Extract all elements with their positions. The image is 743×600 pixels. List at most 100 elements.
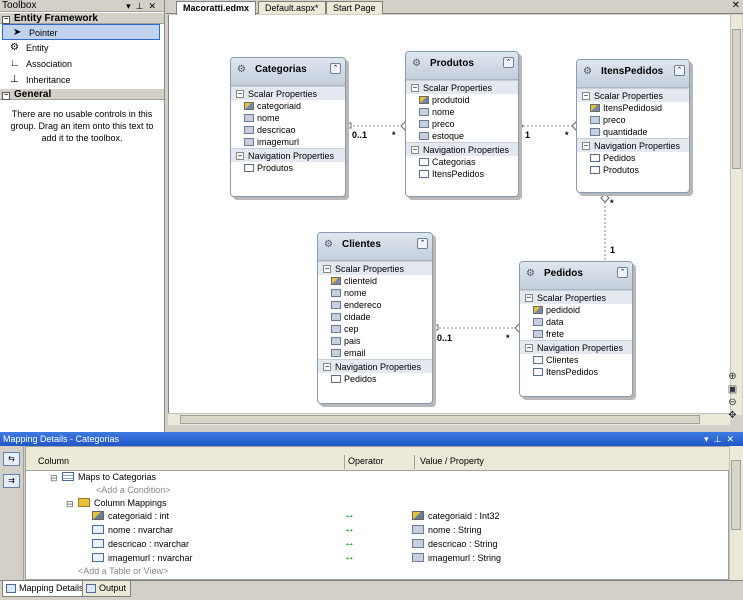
column-mapping-row[interactable]: nome : nvarchar xyxy=(92,524,173,537)
entity-pedidos[interactable]: ⚙Pedidos⌃ −Scalar Properties pedidoid da… xyxy=(519,261,633,397)
scalar-properties-section[interactable]: −Scalar Properties xyxy=(318,261,432,275)
mapping-details-grid[interactable]: Column Operator Value / Property ⊟ Maps … xyxy=(25,446,730,580)
tab-output[interactable]: Output xyxy=(82,581,132,597)
zoom-in-icon[interactable]: ⊕ xyxy=(728,371,737,382)
navigation-property-row[interactable]: Produtos xyxy=(577,164,689,176)
mapped-property-cell[interactable]: descricao : String xyxy=(412,538,498,551)
collapse-icon[interactable]: − xyxy=(2,92,10,100)
property-row[interactable]: nome xyxy=(406,106,518,118)
entity-header[interactable]: ⚙Categorias⌃ xyxy=(231,58,345,86)
toolbox-category-general[interactable]: −General xyxy=(0,88,164,100)
entity-header[interactable]: ⚙ItensPedidos⌃ xyxy=(577,60,689,88)
column-mapping-row[interactable]: imagemurl : nvarchar xyxy=(92,552,193,565)
navigation-property-row[interactable]: ItensPedidos xyxy=(520,366,632,378)
property-row[interactable]: nome xyxy=(318,287,432,299)
tree-expander-icon[interactable]: ⊟ xyxy=(50,473,58,483)
property-row[interactable]: pedidoid xyxy=(520,304,632,316)
mapping-vertical-scrollbar[interactable] xyxy=(729,446,743,580)
mapping-window-buttons[interactable]: ▾⊥✕ xyxy=(704,434,739,444)
property-row[interactable]: pais xyxy=(318,335,432,347)
canvas-horizontal-scrollbar[interactable] xyxy=(168,413,730,425)
navigation-properties-section[interactable]: −Navigation Properties xyxy=(577,138,689,152)
scalar-properties-section[interactable]: −Scalar Properties xyxy=(406,80,518,94)
navigation-property-row[interactable]: Produtos xyxy=(231,162,345,174)
scrollbar-thumb[interactable] xyxy=(732,29,741,169)
property-row[interactable]: endereco xyxy=(318,299,432,311)
column-header-column[interactable]: Column xyxy=(38,456,70,466)
add-condition-row[interactable]: <Add a Condition> xyxy=(96,485,171,495)
property-row[interactable]: preco xyxy=(577,114,689,126)
entity-produtos[interactable]: ⚙Produtos⌃ −Scalar Properties produtoid … xyxy=(405,51,519,197)
scrollbar-thumb[interactable] xyxy=(180,415,700,424)
collapse-entity-icon[interactable]: ⌃ xyxy=(503,57,514,68)
navigation-properties-section[interactable]: −Navigation Properties xyxy=(318,359,432,373)
property-row[interactable]: cep xyxy=(318,323,432,335)
toolbox-item-inheritance[interactable]: ⊥Inheritance xyxy=(0,72,164,88)
map-entity-to-tables-button[interactable]: ⇆ xyxy=(3,452,20,466)
property-row[interactable]: imagemurl xyxy=(231,136,345,148)
toolbox-item-pointer[interactable]: ➤Pointer xyxy=(2,24,160,40)
entity-clientes[interactable]: ⚙Clientes⌃ −Scalar Properties clienteid … xyxy=(317,232,433,404)
close-document-icon[interactable]: ✕ xyxy=(731,0,740,11)
scalar-properties-section[interactable]: −Scalar Properties xyxy=(231,86,345,100)
navigation-property-row[interactable]: Pedidos xyxy=(577,152,689,164)
navigation-property-row[interactable]: Clientes xyxy=(520,354,632,366)
property-row[interactable]: estoque xyxy=(406,130,518,142)
scrollbar-thumb[interactable] xyxy=(731,460,741,530)
collapse-entity-icon[interactable]: ⌃ xyxy=(617,267,628,278)
add-table-row[interactable]: <Add a Table or View> xyxy=(78,566,169,576)
tab-start-page[interactable]: Start Page xyxy=(326,1,383,14)
toolbox-item-association[interactable]: ∟Association xyxy=(0,56,164,72)
navigation-properties-section[interactable]: −Navigation Properties xyxy=(231,148,345,162)
canvas-vertical-scrollbar[interactable] xyxy=(730,15,742,415)
tab-macoratti-edmx[interactable]: Macoratti.edmx xyxy=(176,1,257,15)
column-header-operator[interactable]: Operator xyxy=(348,456,384,466)
entity-header[interactable]: ⚙Pedidos⌃ xyxy=(520,262,632,290)
navigation-properties-section[interactable]: −Navigation Properties xyxy=(520,340,632,354)
entity-header[interactable]: ⚙Clientes⌃ xyxy=(318,233,432,261)
property-row[interactable]: preco xyxy=(406,118,518,130)
collapse-entity-icon[interactable]: ⌃ xyxy=(330,63,341,74)
mapped-property-cell[interactable]: imagemurl : String xyxy=(412,552,501,565)
property-row[interactable]: clienteid xyxy=(318,275,432,287)
toolbox-category-entity-framework[interactable]: −Entity Framework xyxy=(0,12,164,24)
zoom-out-icon[interactable]: ⊖ xyxy=(728,397,737,408)
tab-default-aspx[interactable]: Default.aspx* xyxy=(258,1,326,14)
navigation-property-row[interactable]: ItensPedidos xyxy=(406,168,518,180)
property-row[interactable]: produtoid xyxy=(406,94,518,106)
collapse-entity-icon[interactable]: ⌃ xyxy=(674,65,685,76)
entity-categorias[interactable]: ⚙Categorias⌃ −Scalar Properties categori… xyxy=(230,57,346,197)
mapped-property-cell[interactable]: categoriaid : Int32 xyxy=(412,510,500,523)
column-header-value[interactable]: Value / Property xyxy=(420,456,484,466)
property-row[interactable]: email xyxy=(318,347,432,359)
edm-designer-canvas[interactable]: ⚙Categorias⌃ −Scalar Properties categori… xyxy=(168,15,742,415)
column-mapping-row[interactable]: descricao : nvarchar xyxy=(92,538,189,551)
tab-mapping-details[interactable]: Mapping Details xyxy=(2,581,89,597)
property-row[interactable]: categoriaid xyxy=(231,100,345,112)
property-row[interactable]: cidade xyxy=(318,311,432,323)
property-row[interactable]: nome xyxy=(231,112,345,124)
property-row[interactable]: quantidade xyxy=(577,126,689,138)
column-mappings-row[interactable]: Column Mappings xyxy=(78,497,167,510)
navigation-properties-section[interactable]: −Navigation Properties xyxy=(406,142,518,156)
toolbox-item-entity[interactable]: ⚙Entity xyxy=(0,40,164,56)
tree-expander-icon[interactable]: ⊟ xyxy=(66,499,74,509)
scalar-properties-section[interactable]: −Scalar Properties xyxy=(577,88,689,102)
column-mapping-row[interactable]: categoriaid : int xyxy=(92,510,169,523)
maps-to-table-row[interactable]: Maps to Categorias xyxy=(62,471,156,484)
entity-header[interactable]: ⚙Produtos⌃ xyxy=(406,52,518,80)
map-entity-to-functions-button[interactable]: ⇉ xyxy=(3,474,20,488)
property-row[interactable]: descricao xyxy=(231,124,345,136)
zoom-fit-icon[interactable]: ▣ xyxy=(727,384,738,395)
toolbox-window-buttons[interactable]: ▾⊥✕ xyxy=(126,1,161,11)
entity-itenspedidos[interactable]: ⚙ItensPedidos⌃ −Scalar Properties ItensP… xyxy=(576,59,690,193)
pan-icon[interactable]: ✥ xyxy=(728,410,737,421)
navigation-property-row[interactable]: Categorias xyxy=(406,156,518,168)
navigation-property-row[interactable]: Pedidos xyxy=(318,373,432,385)
collapse-entity-icon[interactable]: ⌃ xyxy=(417,238,428,249)
property-row[interactable]: frete xyxy=(520,328,632,340)
property-row[interactable]: data xyxy=(520,316,632,328)
scalar-properties-section[interactable]: −Scalar Properties xyxy=(520,290,632,304)
mapped-property-cell[interactable]: nome : String xyxy=(412,524,482,537)
collapse-icon[interactable]: − xyxy=(2,16,10,24)
